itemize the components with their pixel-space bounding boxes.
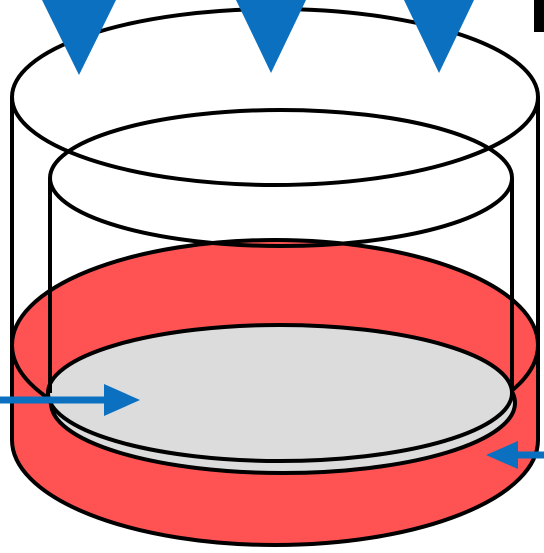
outer-ring-bottom-edge — [10, 439, 540, 547]
down-arrow-icon-center — [236, 0, 306, 73]
left-arrow-icon — [486, 441, 544, 469]
inner-cylinder-top-ellipse — [48, 108, 514, 248]
down-arrow-icon-right — [404, 0, 474, 73]
right-arrow-icon — [0, 384, 140, 416]
inner-disc — [46, 323, 517, 475]
down-arrow-icon-left — [42, 0, 116, 75]
edge-mark — [534, 0, 544, 32]
